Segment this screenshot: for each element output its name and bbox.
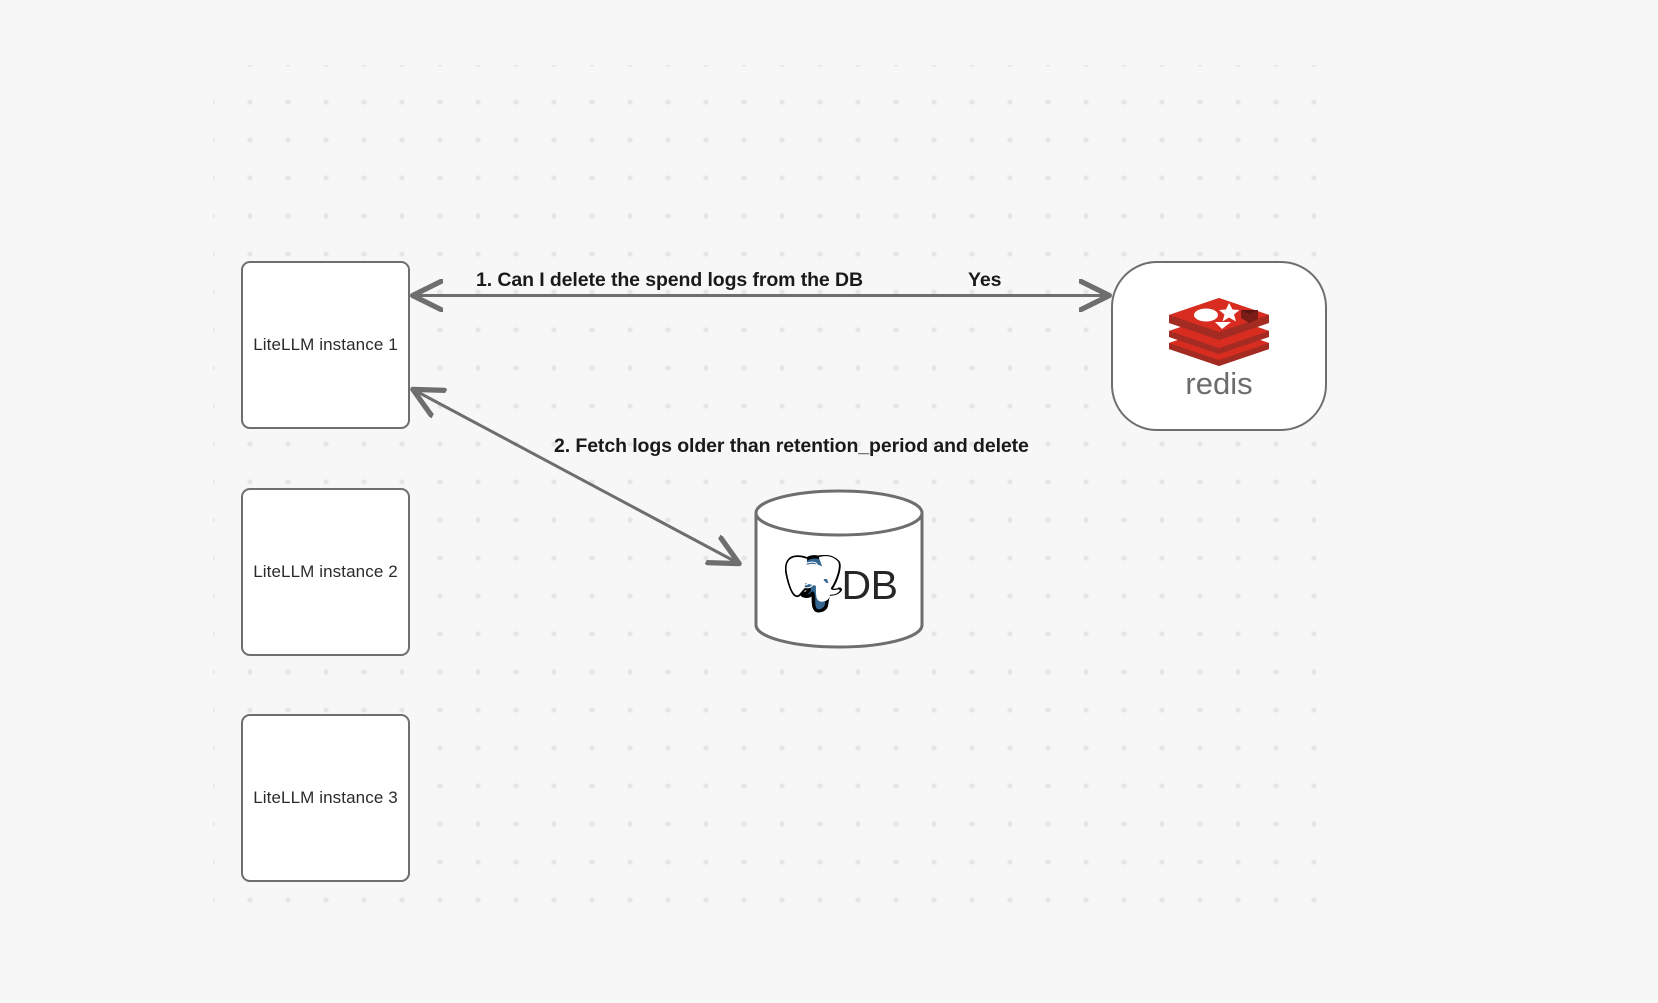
edge-llm1-db xyxy=(414,390,738,563)
edge-label-2: 2. Fetch logs older than retention_perio… xyxy=(554,435,1029,457)
edge-label-1-reply: Yes xyxy=(968,269,1002,291)
cylinder-shape xyxy=(754,489,924,649)
database-logo-row: DB xyxy=(753,537,925,633)
edge-label-1: 1. Can I delete the spend logs from the … xyxy=(476,269,863,291)
postgresql-elephant-icon xyxy=(784,555,842,613)
node-litellm-instance-3[interactable]: LiteLLM instance 3 xyxy=(241,714,410,882)
node-redis[interactable]: redis xyxy=(1111,261,1327,431)
svg-text:redis: redis xyxy=(1185,367,1252,401)
redis-logo-icon xyxy=(1169,298,1269,366)
redis-wordmark: redis xyxy=(1185,367,1252,401)
node-database[interactable]: DB xyxy=(753,489,925,649)
node-label: LiteLLM instance 1 xyxy=(253,335,398,354)
node-label: LiteLLM instance 2 xyxy=(253,562,398,581)
node-litellm-instance-1[interactable]: LiteLLM instance 1 xyxy=(241,261,410,429)
node-litellm-instance-2[interactable]: LiteLLM instance 2 xyxy=(241,488,410,656)
node-label: LiteLLM instance 3 xyxy=(253,788,398,807)
db-label: DB xyxy=(841,561,898,608)
